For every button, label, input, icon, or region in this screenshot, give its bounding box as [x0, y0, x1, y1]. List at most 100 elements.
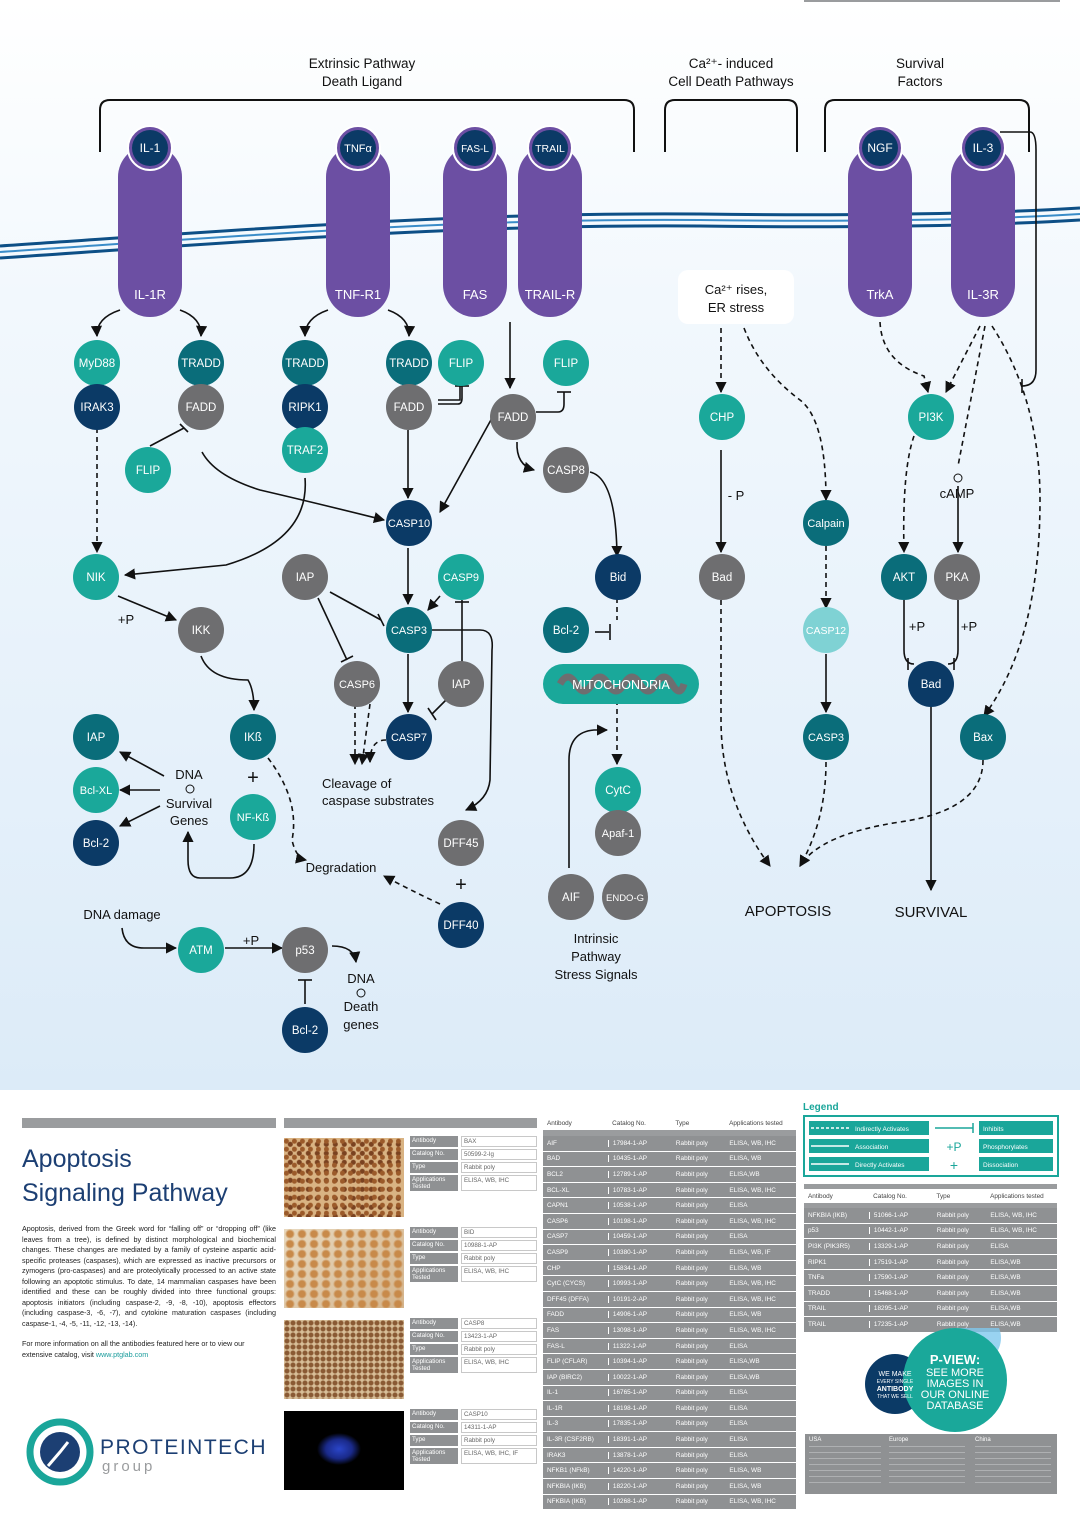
- receptor-trka: NGF TrkA: [848, 125, 912, 317]
- label-dna-damage: DNA damage: [83, 907, 160, 922]
- table2-cell: 51066-1-AP: [868, 1211, 933, 1219]
- table1-cell: 18220-1-AP: [607, 1482, 672, 1490]
- receptor-trka-label: TrkA: [867, 287, 894, 302]
- table2-cell: ELISA,WB: [990, 1258, 1021, 1266]
- table1-cell: ELISA, WB: [729, 1311, 762, 1319]
- node-nfkb-label: NF-Kß: [237, 812, 270, 824]
- node-bcl2-2-label: Bcl-2: [83, 838, 109, 850]
- table1-cell: 11322-1-AP: [607, 1342, 672, 1350]
- receptor-fas: FAS-L FAS: [443, 125, 507, 317]
- table2-header: Antibody Catalog No. Type Applications t…: [804, 1189, 1057, 1203]
- table1-cell: FAS: [547, 1326, 560, 1334]
- table1-cell: Rabbit poly: [675, 1451, 708, 1459]
- p3-antibody: CASP8: [461, 1318, 537, 1329]
- table1-cell: ELISA, WB: [729, 1482, 762, 1490]
- table1-cell: Rabbit poly: [675, 1389, 708, 1397]
- node-fadd-2-label: FADD: [394, 402, 425, 414]
- table2-cell: Rabbit poly: [936, 1242, 969, 1250]
- node-ripk1: RIPK1: [282, 384, 328, 430]
- node-tradd-1: TRADD: [178, 340, 224, 386]
- node-iap-3-label: IAP: [87, 732, 106, 744]
- p4-catalog: 14311-1-AP: [461, 1422, 537, 1433]
- node-aif: AIF: [548, 874, 594, 920]
- table1-cell: 14906-1-AP: [607, 1311, 672, 1319]
- legend-inhibits: Inhibits: [983, 1126, 1004, 1133]
- table2-cell: Rabbit poly: [936, 1258, 969, 1266]
- contact-usa: USA: [809, 1437, 822, 1443]
- legend-dissociation: Dissociation: [983, 1162, 1018, 1169]
- table2-cell: 17519-1-AP: [868, 1258, 933, 1266]
- p2-type: Rabbit poly: [461, 1253, 537, 1264]
- legend-plus-icon: +: [950, 1157, 958, 1173]
- p1-key-antibody: Antibody: [410, 1136, 458, 1147]
- table1-cell: IL-1: [547, 1389, 559, 1397]
- p2-key-apps: Applications Tested: [410, 1266, 458, 1282]
- node-fadd-1: FADD: [178, 384, 224, 430]
- table1-header-apps: Applications tested: [729, 1119, 783, 1127]
- table1-cell: ELISA, WB, IHC: [729, 1280, 776, 1288]
- node-bcl2-2: Bcl-2: [73, 820, 119, 866]
- table1-cell: ELISA, WB, IHC: [729, 1498, 776, 1506]
- header-survival-line1: Survival: [896, 56, 944, 71]
- dna1-marker: [185, 784, 195, 794]
- table1-cell: CASP6: [547, 1217, 568, 1225]
- node-calpain: Calpain: [803, 500, 849, 546]
- node-casp6: CASP6: [334, 661, 380, 707]
- node-bclxl: Bcl-XL: [73, 767, 119, 813]
- table1-cell: IL-1R: [547, 1404, 563, 1412]
- logo-mark: [26, 1418, 94, 1486]
- p3-key-catalog: Catalog No.: [410, 1331, 458, 1342]
- node-bax-label: Bax: [973, 732, 993, 744]
- node-flip-1-label: FLIP: [136, 465, 161, 477]
- table1-cell: ELISA,WB: [729, 1170, 760, 1178]
- legend-phosphorylates: Phosphorylates: [983, 1144, 1029, 1151]
- node-cytc-label: CytC: [605, 785, 631, 797]
- table1-header-catalog: Catalog No.: [612, 1119, 646, 1127]
- title-line2: Signaling Pathway: [22, 1179, 228, 1207]
- website-link[interactable]: www.ptglab.com: [95, 1349, 149, 1359]
- label-plus-ikb-nfkb: +: [247, 767, 259, 789]
- node-ikb: IKß: [230, 714, 276, 760]
- table1-cell: Rabbit poly: [675, 1404, 708, 1412]
- node-cytc: CytC: [595, 767, 641, 813]
- product-image-2: [284, 1229, 404, 1308]
- p2-key-catalog: Catalog No.: [410, 1240, 458, 1251]
- table2-cell: TRAIL: [808, 1305, 827, 1313]
- top-right-bar: [804, 0, 1060, 2]
- label-intrinsic-line1: Intrinsic: [574, 931, 619, 946]
- pview-right-line4: OUR ONLINE: [921, 1389, 989, 1401]
- contact-europe: Europe: [889, 1437, 909, 1443]
- table1-cell: CytC (CYCS): [547, 1280, 585, 1288]
- table1-cell: ELISA, WB, IHC: [729, 1217, 776, 1225]
- table2-cell: ELISA,WB: [990, 1274, 1021, 1282]
- p3-key-apps: Applications Tested: [410, 1357, 458, 1373]
- node-apaf1: Apaf-1: [595, 810, 641, 856]
- table1-cell: BAD: [547, 1155, 561, 1163]
- table1-cell: CASP7: [547, 1233, 568, 1241]
- node-pi3k: PI3K: [908, 394, 954, 440]
- p4-type: Rabbit poly: [461, 1435, 537, 1446]
- title-line1: Apoptosis: [22, 1145, 132, 1173]
- table1-cell: ELISA, WB, IF: [729, 1248, 771, 1256]
- node-bad-1-label: Bad: [712, 572, 732, 584]
- node-dff40-label: DFF40: [443, 920, 478, 932]
- logo-name: PROTEINTECH: [100, 1436, 268, 1459]
- table1-cell: NFKBIA (IKB): [547, 1498, 587, 1506]
- node-casp10-label: CASP10: [388, 518, 430, 530]
- contact-panel: USA Europe China: [805, 1434, 1057, 1494]
- table1-cell: 10198-1-AP: [607, 1217, 672, 1225]
- node-calpain-label: Calpain: [807, 518, 844, 530]
- node-casp9: CASP9: [438, 554, 484, 600]
- table1-cell: 10380-1-AP: [607, 1248, 672, 1256]
- proteintech-logo: PROTEINTECH group: [22, 1416, 276, 1490]
- node-atm-label: ATM: [189, 945, 212, 957]
